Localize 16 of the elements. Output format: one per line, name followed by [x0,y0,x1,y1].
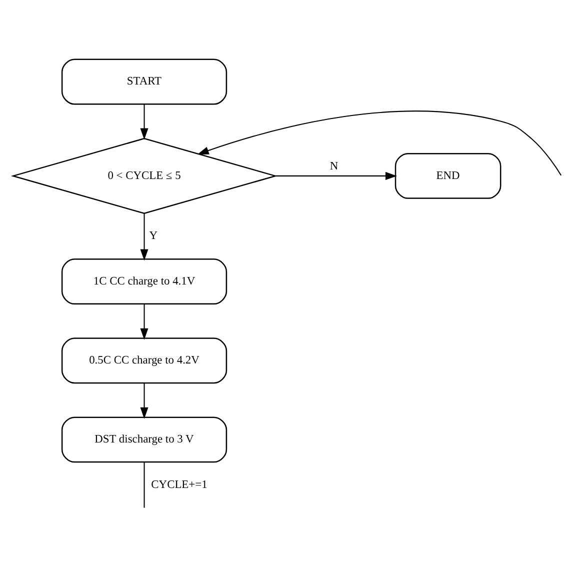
arrow [140,383,148,419]
connector [143,462,144,508]
arrow [140,104,148,140]
edge-label: Y [148,230,157,242]
arrow [140,213,148,261]
node-box: DST discharge to 3 V [60,416,227,463]
node-box: 0.5C CC charge to 4.2V [60,338,227,384]
edge-label: CYCLE+=1 [150,478,207,491]
node-diamond: 0 < CYCLE ≤ 5 [10,138,278,214]
arrow [196,110,562,176]
node-box: 1C CC charge to 4.1V [60,258,227,305]
arrow [275,172,396,180]
node-box: END [394,152,501,199]
arrow [140,304,148,340]
edge-label: N [329,160,338,172]
node-box: START [60,58,227,105]
